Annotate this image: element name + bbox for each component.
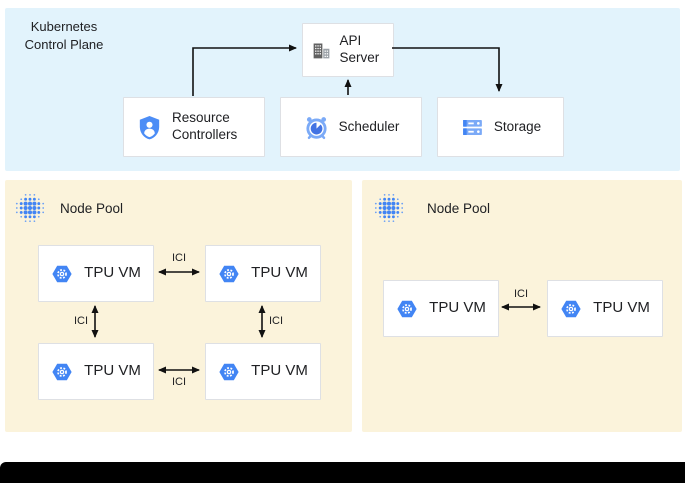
resource-controllers-label: Resource Controllers (172, 110, 238, 142)
tpu-vm-node: TPU VM (38, 245, 154, 302)
tpu-hexagon-icon (219, 265, 239, 282)
storage-node: Storage (437, 97, 564, 157)
tpu-vm-label: TPU VM (84, 264, 141, 282)
tpu-hexagon-icon (219, 363, 239, 380)
tpu-vm-node: TPU VM (38, 343, 154, 400)
control-plane-panel: Kubernetes Control Plane API Server (5, 8, 680, 171)
node-pool-panel-2: Node Pool TPU VM TPU VM ICI (362, 180, 682, 432)
scheduler-node: Scheduler (280, 97, 422, 157)
dot-cluster-icon (374, 193, 404, 223)
ici-link-label: ICI (171, 252, 187, 264)
node-pool-panel-1: Node Pool TPU VM TPU VM (5, 180, 352, 432)
control-plane-title: Kubernetes Control Plane (24, 19, 104, 52)
ici-link-label: ICI (513, 288, 529, 300)
tpu-hexagon-icon (52, 265, 72, 282)
tpu-hexagon-icon (561, 300, 581, 317)
ici-link-label: ICI (73, 315, 88, 327)
tpu-vm-node: TPU VM (205, 343, 321, 400)
tpu-hexagon-icon (397, 300, 417, 317)
storage-label: Storage (493, 118, 542, 134)
storage-stack-icon (462, 119, 482, 135)
node-pool-2-label: Node Pool (427, 201, 491, 216)
tpu-vm-label: TPU VM (84, 362, 141, 380)
dot-cluster-icon (15, 193, 45, 223)
tpu-vm-node: TPU VM (383, 280, 499, 337)
ici-link-label: ICI (171, 376, 187, 388)
alarm-clock-icon (306, 116, 327, 139)
tpu-vm-node: TPU VM (547, 280, 663, 337)
api-server-node: API Server (302, 23, 394, 77)
tpu-vm-label: TPU VM (251, 362, 308, 380)
window-bottom-bar (0, 462, 685, 483)
scheduler-label: Scheduler (338, 118, 400, 134)
tpu-vm-label: TPU VM (429, 299, 486, 317)
api-server-label: API Server (339, 33, 380, 65)
tpu-vm-node: TPU VM (205, 245, 321, 302)
ici-link-label: ICI (269, 315, 284, 327)
tpu-vm-label: TPU VM (593, 299, 650, 317)
shield-user-icon (139, 115, 160, 139)
tpu-hexagon-icon (52, 363, 72, 380)
tpu-vm-label: TPU VM (251, 264, 308, 282)
node-pool-1-label: Node Pool (60, 201, 124, 216)
building-icon (313, 43, 329, 58)
resource-controllers-node: Resource Controllers (123, 97, 265, 157)
